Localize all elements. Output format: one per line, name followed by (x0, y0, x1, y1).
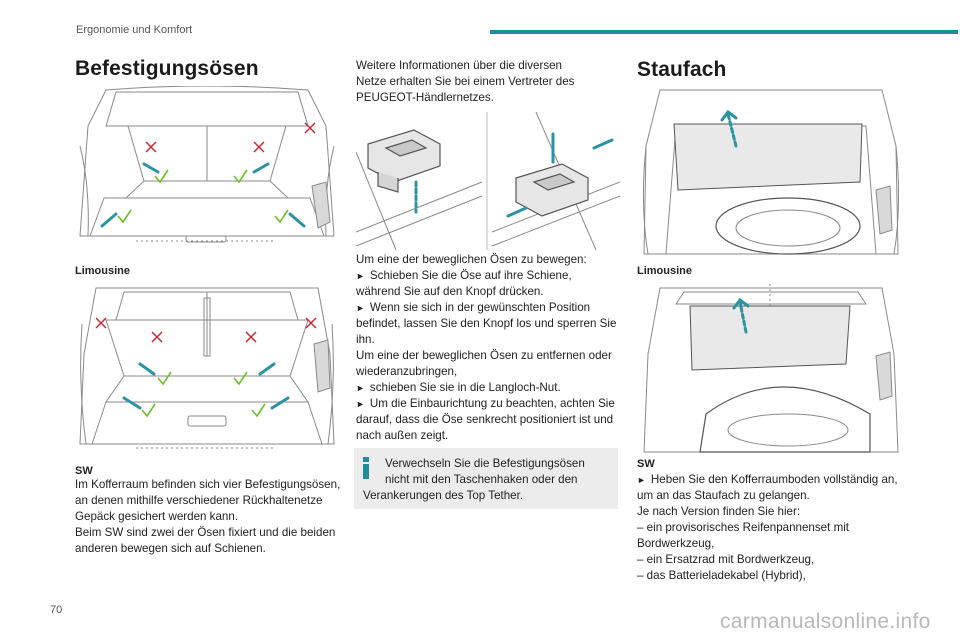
trunk-illustration-sw (79, 287, 335, 449)
arrow-icon (252, 162, 270, 174)
note-box: Verwechseln Sie die Befestigungsösen nic… (354, 448, 618, 509)
arrow-icon (122, 396, 142, 410)
instructions-eyelets: Um eine der beweglichen Ösen zu bewegen:… (356, 252, 616, 444)
body-staufach: Heben Sie den Kofferraumboden vollständi… (637, 472, 898, 584)
cross-icon (305, 317, 317, 329)
spare-wheel-well (699, 386, 871, 453)
check-icon (157, 371, 172, 386)
movable-eyelet-illustration (356, 112, 620, 250)
check-icon (274, 209, 289, 224)
heading-staufach: Staufach (637, 58, 727, 81)
info-icon (363, 457, 369, 479)
arrow-icon (100, 212, 118, 228)
storage-illustration-sw (643, 284, 899, 453)
cross-icon (95, 317, 107, 329)
check-icon (233, 169, 248, 184)
caption-sw-3: SW (637, 458, 655, 470)
page-number: 70 (50, 604, 63, 616)
header-accent-bar (490, 30, 958, 34)
arrow-icon (138, 362, 156, 376)
check-icon (233, 371, 248, 386)
cross-icon (145, 141, 157, 153)
cross-icon (304, 122, 316, 134)
heading-befestigungsoesen: Befestigungsösen (75, 57, 259, 80)
caption-limousine-3: Limousine (637, 265, 693, 277)
arrow-icon (288, 212, 306, 228)
caption-limousine-1: Limousine (75, 265, 131, 277)
section-title: Ergonomie und Komfort (76, 24, 193, 36)
eyelet-left (367, 129, 441, 193)
intro-netze: Weitere Informationen über die diversen … (356, 59, 575, 104)
note-text: Verwechseln Sie die Befestigungsösen nic… (363, 457, 585, 502)
eyelet-right (515, 163, 589, 217)
arrow-icon (592, 138, 614, 150)
check-icon (154, 169, 169, 184)
storage-illustration-limousine (642, 89, 900, 255)
check-icon (117, 209, 132, 224)
check-icon (251, 403, 266, 418)
spare-wheel-well (715, 197, 861, 255)
arrow-icon (142, 162, 160, 174)
cross-icon (253, 141, 265, 153)
body-befestigungsoesen: Im Kofferraum befinden sich vier Befesti… (75, 478, 341, 555)
arrow-icon (726, 112, 738, 148)
check-icon (141, 403, 156, 418)
arrow-icon (270, 396, 290, 410)
cross-icon (245, 331, 257, 343)
arrow-icon (258, 362, 276, 376)
watermark: carmanualsonline.info (720, 610, 931, 633)
cross-icon (151, 331, 163, 343)
raised-floor-panel (673, 123, 863, 191)
arrow-icon (738, 300, 748, 334)
arrow-icon (506, 206, 528, 218)
trunk-illustration-limousine (79, 86, 335, 243)
caption-sw-1: SW (75, 465, 93, 477)
raised-floor-panel (689, 305, 851, 371)
